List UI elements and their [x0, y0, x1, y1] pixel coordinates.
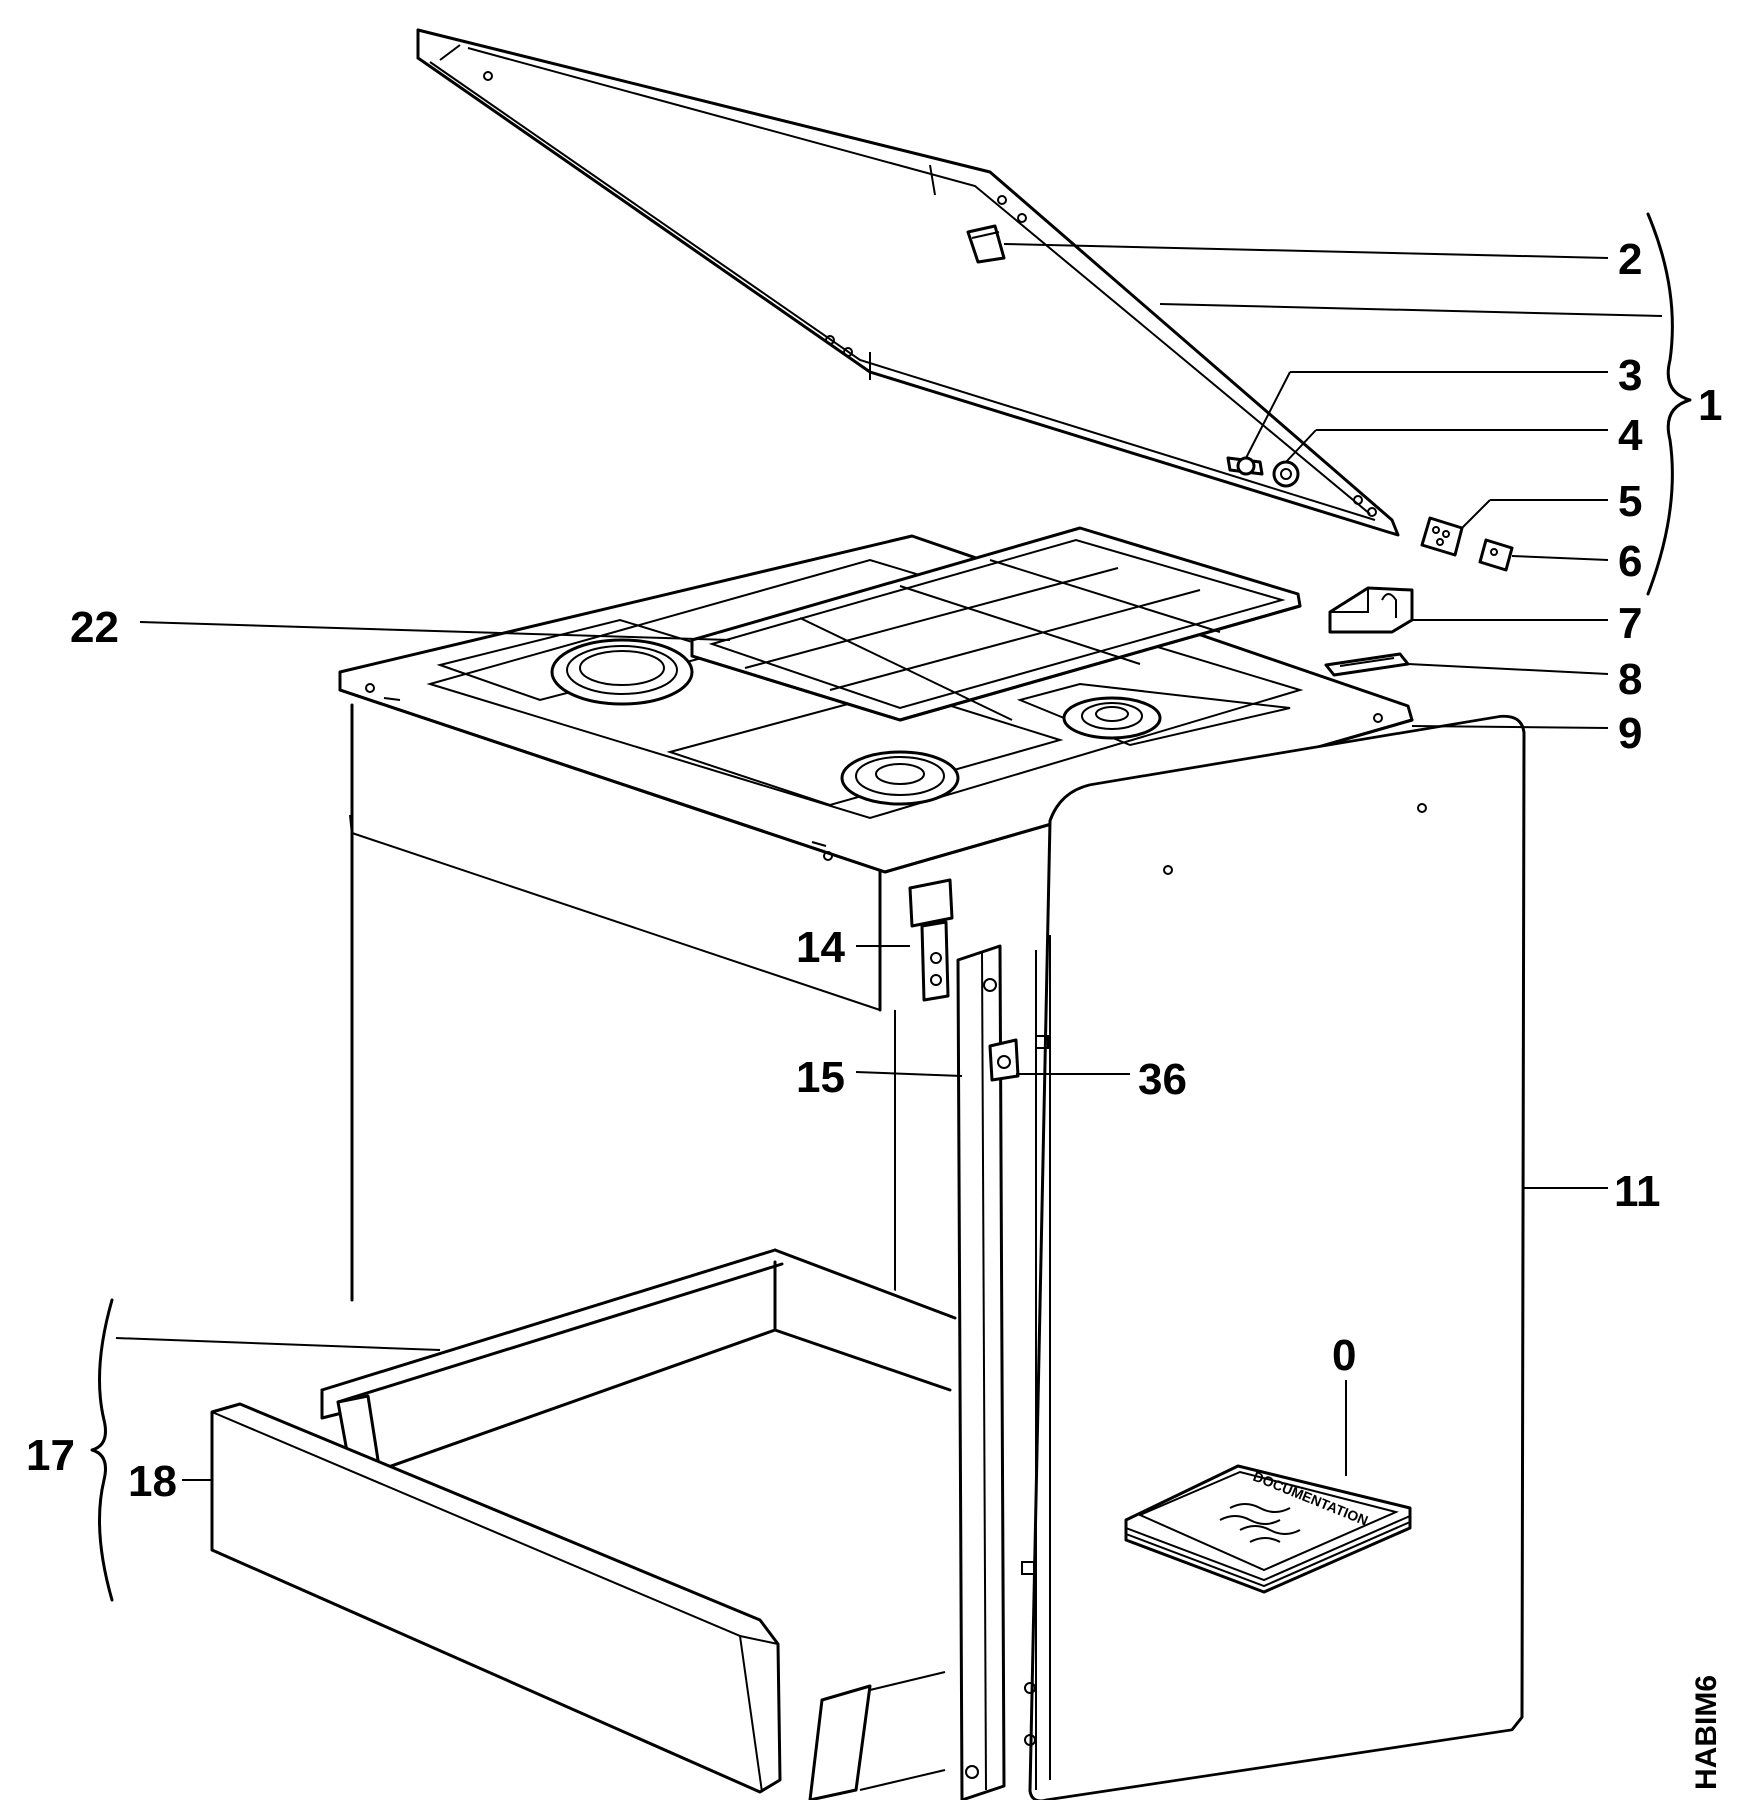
hinge-plate: [1420, 516, 1464, 557]
callout-4: 4: [1618, 411, 1643, 460]
callout-9: 9: [1618, 709, 1642, 758]
callout-15: 15: [796, 1053, 845, 1102]
callout-0: 0: [1332, 1331, 1356, 1380]
callout-36: 36: [1138, 1055, 1187, 1104]
callout-2: 2: [1618, 235, 1642, 284]
callout-6: 6: [1618, 537, 1642, 586]
door-hinge-bracket: [908, 878, 954, 1002]
hinge-strip: [1324, 652, 1410, 677]
brace-1: [1646, 212, 1692, 596]
hinge-clip: [1478, 538, 1514, 572]
door-strip: [956, 944, 1006, 1800]
callout-3: 3: [1618, 351, 1642, 400]
callout-22: 22: [70, 603, 119, 652]
callout-14: 14: [796, 923, 845, 972]
lid-latch: [966, 224, 1006, 264]
brace-17: [90, 1298, 114, 1602]
burner-front-left: [840, 750, 960, 806]
callout-17: 17: [26, 1431, 75, 1480]
hinge-pin: [1226, 456, 1264, 476]
burner-rear-left: [550, 638, 694, 706]
callout-5: 5: [1618, 477, 1642, 526]
side-panel: [1021, 714, 1526, 1800]
callout-18: 18: [128, 1457, 177, 1506]
bushing: [1272, 460, 1300, 488]
drawer-front: [210, 1402, 782, 1794]
door-catch: [988, 1038, 1020, 1082]
callout-11: 11: [1614, 1167, 1661, 1216]
documentation-booklet: DOCUMENTATION: [1124, 1464, 1412, 1594]
hinge-block: [1328, 586, 1414, 634]
lid: [416, 28, 1400, 537]
callout-8: 8: [1618, 655, 1642, 704]
drawing-code: HABIM6: [1690, 1675, 1723, 1790]
leader-lines: [115, 243, 1663, 1481]
burner-front-right: [1062, 696, 1162, 740]
callout-labels: 2 3 4 1 5 6 7 8 9 22 14 15 36 11 0 17 18: [26, 235, 1722, 1506]
pan-support-grid: [690, 526, 1302, 722]
callout-7: 7: [1618, 599, 1642, 648]
callout-1: 1: [1698, 381, 1722, 430]
